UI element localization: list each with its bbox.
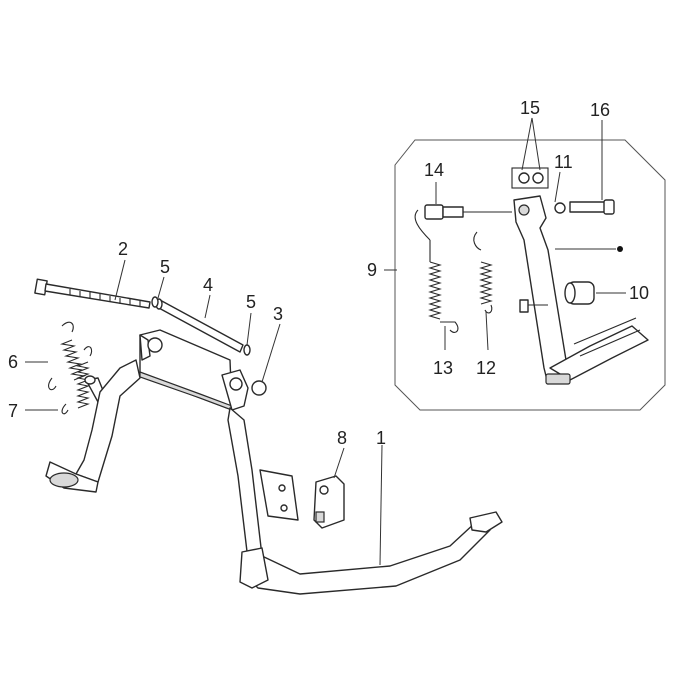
callout-labels: 1 2 3 4 5 5 6 7 8 9 10 11 12 13 14 15 16 [8,98,649,448]
callout-15: 15 [520,98,540,118]
callout-13: 13 [433,358,453,378]
callout-11: 11 [554,152,573,172]
long-bolt-part [34,278,151,309]
rubber-bumper-part [564,281,595,305]
callout-4: 4 [203,275,213,295]
circlip-left-part [151,296,159,308]
leader-lines [25,117,626,566]
circlip-right-part [243,344,251,356]
inset-spring-long [414,209,459,333]
callout-7: 7 [8,401,18,421]
pivot-bolt-part [424,204,512,220]
reference-dot [617,246,623,252]
callout-10: 10 [629,283,649,303]
callout-2: 2 [118,239,128,259]
spring-upper [48,321,87,391]
nut-part [251,380,267,396]
callout-14: 14 [424,160,444,180]
sidestand-inset [394,139,666,411]
callout-16: 16 [590,100,610,120]
callout-3: 3 [273,304,283,324]
callout-12: 12 [476,358,496,378]
callout-1: 1 [376,428,386,448]
callout-8: 8 [337,428,347,448]
rubber-stop-part [313,475,345,529]
callout-9: 9 [367,260,377,280]
inset-spring-short [473,231,493,314]
inset-rings [511,167,549,189]
callout-5-right: 5 [246,292,256,312]
side-stand-part [513,195,649,385]
center-stand-frame [45,329,503,595]
washer-part [554,202,566,214]
inset-bolt [569,199,615,215]
callout-5-left: 5 [160,257,170,277]
spring-lower [61,346,93,415]
center-stand-assembly [34,278,503,595]
callout-6: 6 [8,352,18,372]
